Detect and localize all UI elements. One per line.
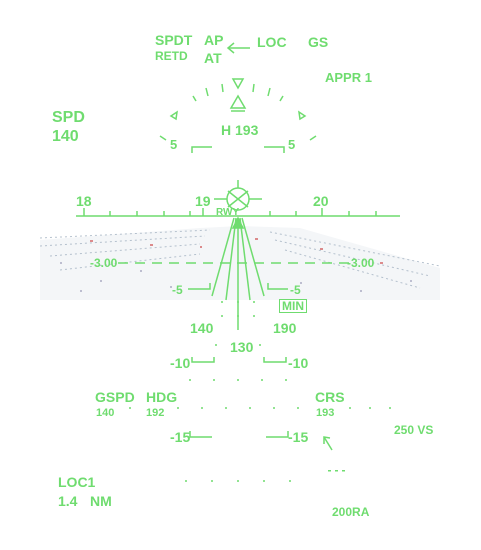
compass-label-18: 18 xyxy=(76,193,92,209)
localizer-label: LOC1 xyxy=(58,474,96,490)
lateral-mode: LOC xyxy=(257,34,287,50)
speed-value: 140 xyxy=(52,128,79,145)
ap-arrow-head xyxy=(226,42,235,54)
pitch-minus15-left-label: -15 xyxy=(170,429,191,445)
flight-path-vector xyxy=(214,180,262,211)
speed-right-marker: 190 xyxy=(273,320,297,336)
course-label: CRS xyxy=(315,389,345,405)
pitch-minus10-right-label: -10 xyxy=(288,355,309,371)
speed-mode-1: SPDT xyxy=(155,32,193,48)
pitch-5-left-label: 5 xyxy=(170,137,178,152)
pitch-5-right-bar xyxy=(264,146,285,153)
dotted-scale xyxy=(129,301,391,482)
glideslope-left-label: -3.00 xyxy=(90,256,118,270)
pitch-5-left-bar xyxy=(191,146,212,153)
pitch-5-right-label: 5 xyxy=(288,137,296,152)
pitch-minus15-right-label: -15 xyxy=(288,429,309,445)
ground-speed-value: 140 xyxy=(96,407,115,419)
pitch-minus10-right-bar xyxy=(263,357,287,363)
roll-pointer xyxy=(229,94,247,112)
speed-left-marker: 140 xyxy=(190,320,214,336)
speed-center-marker: 130 xyxy=(230,339,254,355)
course-value: 193 xyxy=(316,407,335,419)
pitch-minus5-right-bar xyxy=(267,283,288,290)
pitch-minus5-left-bar xyxy=(188,283,211,290)
pitch-minus15-left-bar xyxy=(189,431,212,438)
compass-label-19: 19 xyxy=(195,193,211,209)
heading-value: 192 xyxy=(146,407,165,419)
glideslope-right-label: -3.00 xyxy=(347,256,375,270)
speed-mode-2: RETD xyxy=(155,49,188,63)
localizer-distance: 1.4 xyxy=(58,493,78,509)
vertical-mode: GS xyxy=(308,34,329,50)
autothrottle-annunciator: AT xyxy=(204,50,222,66)
pitch-minus5-left-label: -5 xyxy=(172,283,183,297)
radio-altitude: 200RA xyxy=(332,505,370,519)
autopilot-annunciator: AP xyxy=(204,32,224,48)
runway-label: RWY xyxy=(216,207,240,218)
pitch-minus10-left-label: -10 xyxy=(170,355,191,371)
pitch-minus15-right-bar xyxy=(266,431,289,438)
compass-ticks xyxy=(83,208,377,216)
pitch-minus10-left-bar xyxy=(191,357,215,363)
heading-label: HDG xyxy=(146,389,178,405)
localizer-distance-unit: NM xyxy=(90,493,112,509)
compass-label-20: 20 xyxy=(313,193,329,209)
vertical-speed: 250 VS xyxy=(394,423,434,437)
ground-speed-label: GSPD xyxy=(95,389,135,405)
speed-label: SPD xyxy=(52,109,85,126)
course-arrow-icon xyxy=(323,436,333,451)
runway-outline xyxy=(211,216,265,330)
bank-scale xyxy=(159,78,317,141)
minimums-box: MIN xyxy=(279,299,307,313)
approach-mode: APPR 1 xyxy=(325,70,372,85)
heading-readout: H 193 xyxy=(221,122,259,138)
pitch-minus5-right-label: -5 xyxy=(290,283,301,297)
